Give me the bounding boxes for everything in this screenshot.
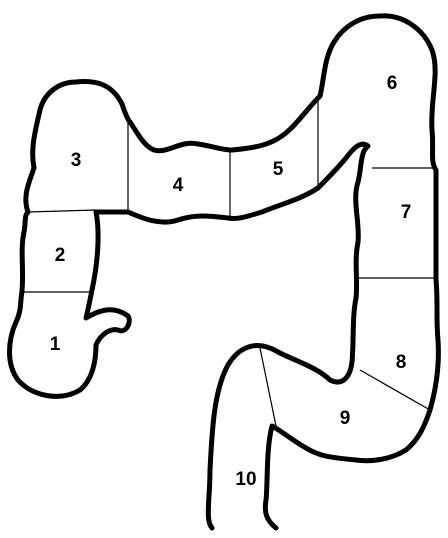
divider-9-10 bbox=[260, 348, 276, 426]
segment-label-9: 9 bbox=[340, 408, 351, 429]
segment-label-1: 1 bbox=[50, 334, 61, 355]
segment-label-2: 2 bbox=[55, 245, 66, 266]
divider-2-3 bbox=[28, 210, 96, 212]
segment-label-10: 10 bbox=[235, 469, 256, 490]
divider-8-9 bbox=[360, 370, 430, 410]
segment-label-8: 8 bbox=[396, 352, 407, 373]
colon-outline bbox=[10, 16, 439, 528]
segment-label-4: 4 bbox=[173, 175, 184, 196]
segment-label-3: 3 bbox=[71, 150, 82, 171]
segment-label-7: 7 bbox=[401, 202, 412, 223]
segment-label-5: 5 bbox=[273, 159, 284, 180]
segment-label-6: 6 bbox=[387, 73, 398, 94]
